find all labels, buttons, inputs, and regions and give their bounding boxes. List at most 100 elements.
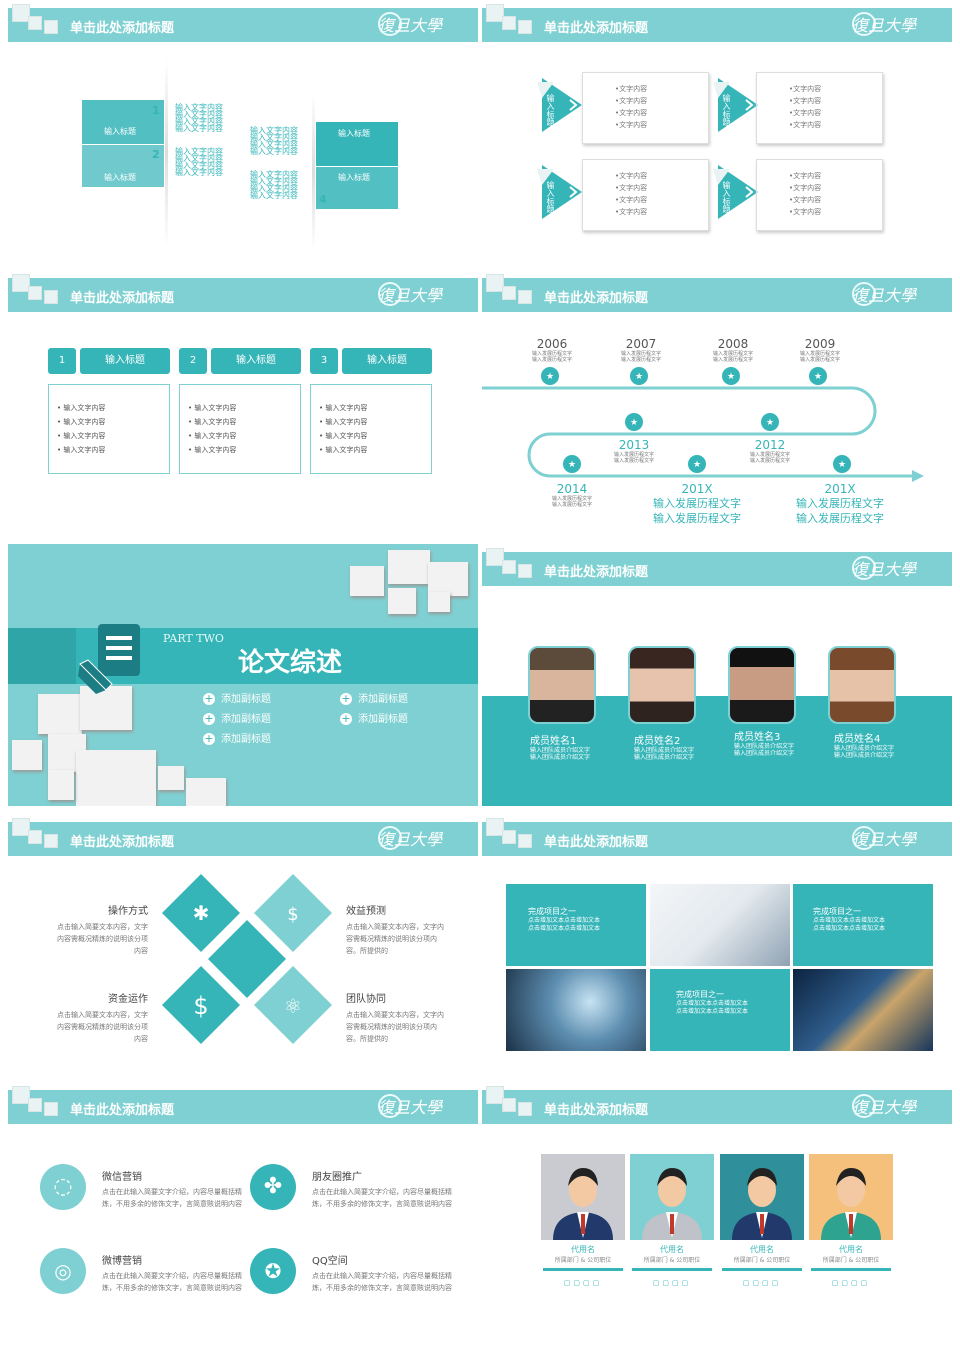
slide-title[interactable]: 单击此处添加标题 xyxy=(70,1103,175,1118)
content-card-3[interactable]: •文字内容•文字内容•文字内容•文字内容 xyxy=(582,159,709,231)
social-item-2[interactable]: 朋友圈推广 点击在此输入简要文字介绍，内容尽量概括精炼，不用多余的修饰文字，言简… xyxy=(312,1172,452,1208)
handshake-photo xyxy=(650,884,790,966)
diamond-cluster: ✱ $ $ ⚛ xyxy=(162,874,332,1044)
tab-title-2[interactable]: 输入标题 xyxy=(211,348,301,374)
social-icons[interactable]: ▢▢▢▢ xyxy=(831,1279,871,1287)
slide-title[interactable]: 单击此处添加标题 xyxy=(544,291,649,306)
title-box-3[interactable]: 输入标题 xyxy=(316,122,398,166)
member-2[interactable]: 成员姓名2 输入团队成员介绍文字输入团队成员介绍文字 xyxy=(634,736,695,761)
svg-text:★: ★ xyxy=(568,460,576,470)
social-icons[interactable]: ▢▢▢▢ xyxy=(652,1279,692,1287)
tab-num-1: 1 xyxy=(48,348,76,374)
wechat-icon: ◌ xyxy=(40,1164,86,1210)
social-item-4[interactable]: QQ空间 点击在此输入简要文字介绍，内容尽量概括精炼，不用多余的修饰文字，言简意… xyxy=(312,1256,452,1292)
svg-text:★: ★ xyxy=(630,418,638,428)
logo-text: 復旦大學 xyxy=(378,286,443,305)
svg-text:$: $ xyxy=(193,992,208,1020)
slide-3[interactable]: 单击此处添加标题 復旦大學 1 输入标题 • 输入文字内容• 输入文字内容• 输… xyxy=(8,270,478,532)
social-icons[interactable]: ▢▢▢▢ xyxy=(742,1279,782,1287)
slide-title[interactable]: 单击此处添加标题 xyxy=(70,835,175,850)
subtitle-list-left: +添加副标题 +添加副标题 +添加副标题 xyxy=(203,692,271,745)
text-stack-1: 输入文字内容输入文字内容输入文字内容输入文字内容 xyxy=(175,103,223,133)
logo-text: 復旦大學 xyxy=(378,830,443,849)
content-card-4[interactable]: •文字内容•文字内容•文字内容•文字内容 xyxy=(756,159,883,231)
slide-header: 单击此处添加标题 復旦大學 xyxy=(482,548,952,586)
slide-4[interactable]: 单击此处添加标题 復旦大學 ★★★★ ★★ ★★★ 2006 输入发展历程文字输… xyxy=(482,270,952,532)
project-tile-2[interactable]: 完成项目之一 点击增加文本点击增加文本点击增加文本点击增加文本 xyxy=(793,884,933,966)
slide-7[interactable]: 单击此处添加标题 復旦大學 ✱ $ $ ⚛ 操作方式 点击输入简要文本内容，文字… xyxy=(8,814,478,1076)
logo-seal-icon xyxy=(852,1094,876,1118)
content-card-2[interactable]: •文字内容•文字内容•文字内容•文字内容 xyxy=(756,72,883,144)
slide-6[interactable]: 单击此处添加标题 復旦大學 成员姓名1 输入团队成员介绍文字输入团队成员介绍文字… xyxy=(482,544,952,806)
project-tile-1[interactable]: 完成项目之一 点击增加文本点击增加文本点击增加文本点击增加文本 xyxy=(506,884,646,966)
member-3[interactable]: 成员姓名3 输入团队成员介绍文字输入团队成员介绍文字 xyxy=(734,732,795,757)
avatar xyxy=(828,646,896,724)
person-icon xyxy=(720,1154,804,1240)
slide-title[interactable]: 单击此处添加标题 xyxy=(544,835,649,850)
tab-title-1[interactable]: 输入标题 xyxy=(80,348,170,374)
part-label: PART TWO xyxy=(163,632,224,645)
feature-item-3[interactable]: 资金运作 点击输入简要文本内容，文字内容需概况精炼的说明该分项内容 xyxy=(57,994,148,1043)
logo-seal-icon xyxy=(852,556,876,580)
person-card[interactable]: 代用名所属部门 & 公司职位▢▢▢▢ xyxy=(541,1154,625,1300)
feature-item-4[interactable]: 团队协同 点击输入简要文本内容，文字内容需概况精炼的说明该分项内容。所提供的 xyxy=(346,994,444,1043)
slide-title[interactable]: 单击此处添加标题 xyxy=(70,291,175,306)
svg-text:⚛: ⚛ xyxy=(284,994,302,1018)
title-box-1[interactable]: 输入标题 xyxy=(82,100,164,144)
slide-10[interactable]: 单击此处添加标题 復旦大學 代用名所属部门 & 公司职位 ▢▢▢▢ 代用名所属部门 … xyxy=(482,1082,952,1344)
slide-5[interactable]: PART TWO 论文综述 +添加副标题 +添加副标题 +添加副标题 +添加副标… xyxy=(8,544,478,806)
slide-header: 单击此处添加标题 復旦大學 xyxy=(482,1086,952,1124)
text-box-2: • 输入文字内容• 输入文字内容• 输入文字内容• 输入文字内容 xyxy=(179,384,301,474)
person-name: 代用名 xyxy=(571,1245,595,1254)
person-name: 代用名 xyxy=(750,1245,774,1254)
screens-photo xyxy=(793,969,933,1051)
person-dept: 所属部门 & 公司职位 xyxy=(822,1257,880,1264)
slide-title[interactable]: 单击此处添加标题 xyxy=(70,21,175,36)
content-card-1[interactable]: •文字内容•文字内容•文字内容•文字内容 xyxy=(582,72,709,144)
person-icon xyxy=(541,1154,625,1240)
card-shapes xyxy=(537,78,758,219)
slide-title[interactable]: 单击此处添加标题 xyxy=(544,565,649,580)
person-name: 代用名 xyxy=(660,1245,684,1254)
slide-title[interactable]: 单击此处添加标题 xyxy=(544,21,649,36)
member-4[interactable]: 成员姓名4 输入团队成员介绍文字输入团队成员介绍文字 xyxy=(834,734,895,759)
svg-text:★: ★ xyxy=(766,418,774,428)
feature-item-2[interactable]: 效益预测 点击输入简要文本内容，文字内容需概况精炼的说明该分项内容。所提供的 xyxy=(346,906,444,955)
social-icons[interactable]: ▢▢▢▢ xyxy=(563,1279,603,1287)
member-1[interactable]: 成员姓名1 输入团队成员介绍文字输入团队成员介绍文字 xyxy=(530,736,591,761)
slide-header: 单击此处添加标题 復旦大學 xyxy=(8,4,478,42)
person-card[interactable]: 代用名所属部门 & 公司职位 ▢▢▢▢ xyxy=(809,1154,893,1300)
project-tile-3[interactable]: 完成项目之一 点击增加文本点击增加文本点击增加文本点击增加文本 xyxy=(650,969,790,1051)
text-box-3: • 输入文字内容• 输入文字内容• 输入文字内容• 输入文字内容 xyxy=(310,384,432,474)
person-card[interactable]: 代用名所属部门 & 公司职位 ▢▢▢▢ xyxy=(720,1154,804,1300)
tab-title-3[interactable]: 输入标题 xyxy=(342,348,432,374)
person-card[interactable]: 代用名所属部门 & 公司职位▢▢▢▢ xyxy=(630,1154,714,1300)
cloud-photo xyxy=(506,969,646,1051)
weibo-icon: ◎ xyxy=(40,1248,86,1294)
avatar xyxy=(528,646,596,724)
svg-text:✱: ✱ xyxy=(193,901,210,925)
feature-item-1[interactable]: 操作方式 点击输入简要文本内容，文字内容需概况精炼的说明该分项内容 xyxy=(57,906,148,955)
person-dept: 所属部门 & 公司职位 xyxy=(733,1257,791,1264)
svg-text:★: ★ xyxy=(546,372,554,382)
slide-2[interactable]: 单击此处添加标题 復旦大學 输入标题 输入标题 输入标题 输入标题 •文字内容•… xyxy=(482,0,952,262)
timeline-path: ★★★★ ★★ ★★★ xyxy=(482,367,924,482)
avatar xyxy=(628,646,696,724)
tab-num-2: 2 xyxy=(179,348,207,374)
slide-1[interactable]: 单击此处添加标题 復旦大學 输入标题 输入标题 1 2 输入文字内容输入文字内容… xyxy=(8,0,478,262)
subtitle-list-right: +添加副标题 +添加副标题 xyxy=(340,692,408,725)
logo-text: 復旦大學 xyxy=(852,286,917,305)
slide-title[interactable]: 单击此处添加标题 xyxy=(544,1103,649,1118)
title-box-4[interactable]: 输入标题 xyxy=(316,167,398,209)
person-name: 代用名 xyxy=(839,1245,863,1254)
text-box-1: • 输入文字内容• 输入文字内容• 输入文字内容• 输入文字内容 xyxy=(48,384,170,474)
clover-icon: ✤ xyxy=(250,1164,296,1210)
slide-8[interactable]: 单击此处添加标题 復旦大學 完成项目之一 点击增加文本点击增加文本点击增加文本点… xyxy=(482,814,952,1076)
slide-9[interactable]: 单击此处添加标题 復旦大學 ◌ 微信营销 点击在此输入简要文字介绍，内容尽量概括… xyxy=(8,1082,478,1344)
slide-header: 单击此处添加标题 復旦大學 xyxy=(8,1086,478,1124)
section-title[interactable]: 论文综述 xyxy=(238,648,343,678)
title-box-2[interactable]: 输入标题 xyxy=(82,145,164,187)
social-item-3[interactable]: 微博营销 点击在此输入简要文字介绍，内容尽量概括精炼，不用多余的修饰文字，言简意… xyxy=(102,1256,242,1292)
social-item-1[interactable]: 微信营销 点击在此输入简要文字介绍，内容尽量概括精炼，不用多余的修饰文字，言简意… xyxy=(102,1172,242,1208)
